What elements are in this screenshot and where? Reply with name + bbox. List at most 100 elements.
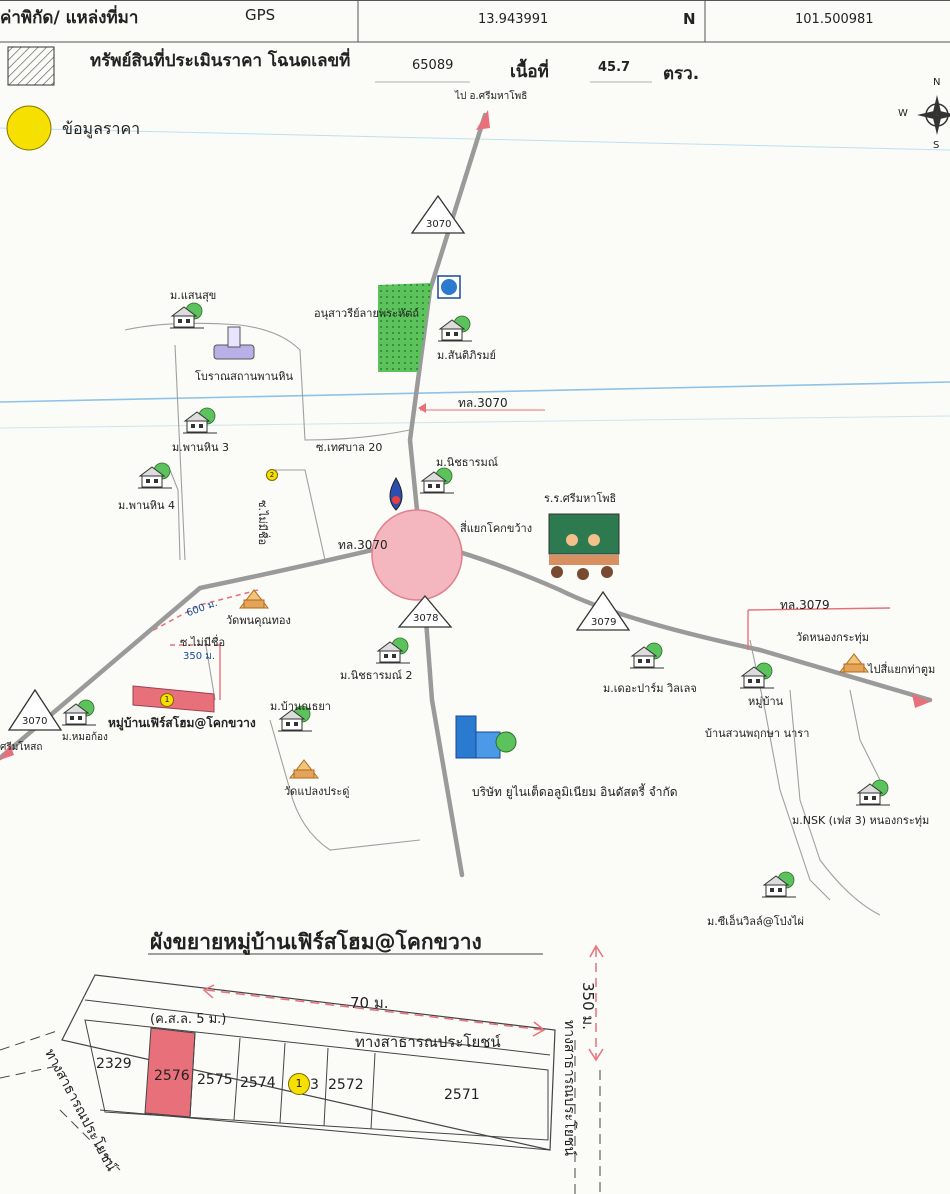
house-mo-kong-icon: [62, 699, 96, 726]
header-table: [0, 0, 950, 83]
latitude-value: 13.943991: [478, 12, 549, 27]
school-icon: [548, 513, 620, 580]
label-ban-mo-kong: ม.หมอก้อง: [62, 732, 108, 743]
coord-label: ค่าพิกัด/ แหล่งที่มา: [0, 8, 139, 28]
leader-lines: [219, 607, 891, 700]
inset-public-road-right: ทางสาธารณประโยชน์: [561, 1020, 577, 1156]
house-nanthaya-icon: [278, 705, 312, 732]
label-to-tha-tum: ไปสี่แยกท่าตูม: [868, 663, 936, 676]
longitude-value: 101.500981: [795, 12, 874, 27]
label-wat-phon: วัดพนคุณทอง: [226, 614, 291, 627]
shield-3079-label: 3079: [591, 617, 617, 628]
house-phan-hin-4-icon: [138, 462, 172, 489]
legend-hatch-box: [7, 46, 55, 86]
fuel-station-icon: [389, 477, 403, 511]
label-first-home: หมู่บ้านเฟิร์สโฮม@โคกขวาง: [108, 716, 256, 730]
inset-lot-2575: 2575: [197, 1072, 233, 1088]
label-ban-suan-phruksa-2: บ้านสวนพฤกษา นารา: [705, 727, 810, 740]
temple-wat-plaeng-icon: [288, 759, 320, 779]
inset-title: ผังขยายหมู่บ้านเฟิร์สโฮม@โคกขวาง: [150, 930, 482, 954]
temple-wat-phon-icon: [238, 589, 270, 609]
label-dist-350: 350 ม.: [183, 651, 216, 662]
house-suan-phruksa-icon: [740, 662, 774, 689]
label-tl3070-right: ทล.3070: [458, 396, 508, 410]
label-soi-no-name: ซ.ไม่มีชื่อ: [180, 636, 226, 649]
coord-source: GPS: [245, 6, 276, 24]
compass-rose: [917, 95, 950, 135]
inset-lot-2571: 2571: [444, 1087, 480, 1103]
house-saen-suk-icon: [170, 302, 204, 329]
label-phan-hin-ruins: โบราณสถานพานหิน: [195, 370, 293, 383]
shield-3070-left-icon: [7, 688, 63, 731]
house-sixen-icon: [762, 871, 796, 898]
label-ban-sixen: ม.ซีเอ็นวิลล์@โป่งไผ่: [707, 915, 804, 928]
label-to-sri-mahaphot: ไป อ.ศรีมหาโพธิ: [455, 91, 528, 102]
shield-3078-label: 3078: [413, 613, 439, 624]
junction-circle: [371, 509, 463, 601]
inset-ksl: (ค.ส.ล. 5 ม.): [150, 1012, 227, 1027]
label-ban-phan-hin-4: ม.พานหิน 4: [118, 499, 175, 512]
shield-3079-icon: [575, 590, 631, 631]
label-ban-the-palm: ม.เดอะปาร์ม วิลเลจ: [603, 682, 697, 695]
label-ban-santiphirom: ม.สันติภิรมย์: [437, 349, 496, 362]
blue-guide-line: [0, 381, 950, 403]
price-pin-small: 2: [266, 469, 278, 481]
monument-area: [378, 283, 432, 372]
house-the-palm-icon: [630, 642, 664, 669]
label-wat-nong-krathum: วัดหนองกระทุ่ม: [796, 631, 870, 644]
compass-s: S: [933, 140, 940, 151]
label-wat-plaeng: วัดแปลงประดู่: [284, 785, 350, 798]
legend-price-circle: [6, 105, 52, 151]
inset-lot-2572: 2572: [328, 1077, 364, 1093]
local-roads: [124, 322, 881, 916]
compass-w: W: [898, 108, 908, 119]
inset-lot-3: 3: [310, 1077, 319, 1093]
inset-plan: [0, 944, 604, 1194]
legend-price-text: ข้อมูลราคา: [62, 119, 141, 138]
label-junction: สี่แยกโคกขว้าง: [460, 522, 533, 535]
label-ban-suan-phruksa-1: หมู่บ้าน: [748, 695, 784, 708]
house-nichtharom-icon: [420, 467, 454, 494]
label-ban-saen-suk: ม.แสนสุข: [170, 289, 217, 302]
house-santiphirom-icon: [438, 315, 472, 342]
shield-3070-top-icon: [410, 194, 466, 234]
label-tl3070-center: ทล.3070: [338, 538, 388, 552]
label-soi-thetsaban-20: ซ.เทศบาล 20: [316, 441, 383, 454]
area-label: เนื้อที่: [510, 62, 549, 82]
inset-public-road: ทางสาธารณประโยชน์: [355, 1033, 501, 1051]
temple-wat-nong-krathum-icon: [838, 653, 870, 673]
label-ban-nichtharom: ม.นิชธารมณ์: [436, 456, 498, 469]
deed-number: 65089: [412, 58, 454, 73]
highways: [0, 112, 933, 878]
label-tl3079: ทล.3079: [780, 598, 830, 612]
label-school: ร.ร.ศรีมหาโพธิ: [544, 492, 617, 505]
label-ban-nsk: ม.NSK (เฟส 3) หนองกระทุ่ม: [792, 814, 930, 827]
label-factory: บริษัท ยูไนเต็ดอลูมิเนียม อินดัสตรี้ จำก…: [472, 785, 678, 799]
ruins-icon: [213, 326, 255, 360]
label-soi-no-name-vertical: ซ.ไม่มีชื่อ: [256, 500, 269, 546]
label-ban-phan-hin-3: ม.พานหิน 3: [172, 441, 229, 454]
label-ban-nanthaya: ม.บ้านณธยา: [270, 700, 331, 713]
direction-arrows: [0, 110, 930, 760]
water-authority-icon: [437, 275, 461, 299]
area-unit: ตรว.: [663, 64, 700, 84]
house-phan-hin-3-icon: [183, 407, 217, 434]
inset-lot-2574: 2574: [240, 1075, 276, 1091]
factory-icon: [455, 715, 517, 759]
inset-price-pin: 1: [288, 1073, 310, 1095]
label-ban-nichtharom-2: ม.นิชธารมณ์ 2: [340, 669, 413, 682]
distance-lines: [149, 589, 259, 646]
shield-3078-icon: [397, 594, 453, 628]
inset-lot-2576: 2576: [154, 1068, 190, 1084]
area-value: 45.7: [598, 60, 631, 75]
house-nsk-icon: [856, 779, 890, 806]
price-pin-main: 1: [160, 693, 174, 707]
label-si-mahosot: ศรีมโหสถ: [0, 742, 43, 753]
compass-n: N: [933, 77, 941, 88]
shield-3070-left-label: 3070: [22, 716, 48, 727]
label-monument: อนุสาวรีย์ลายพระหัตถ์: [314, 307, 420, 320]
house-nichtharom-2-icon: [376, 637, 410, 664]
n-label: N: [683, 10, 696, 28]
